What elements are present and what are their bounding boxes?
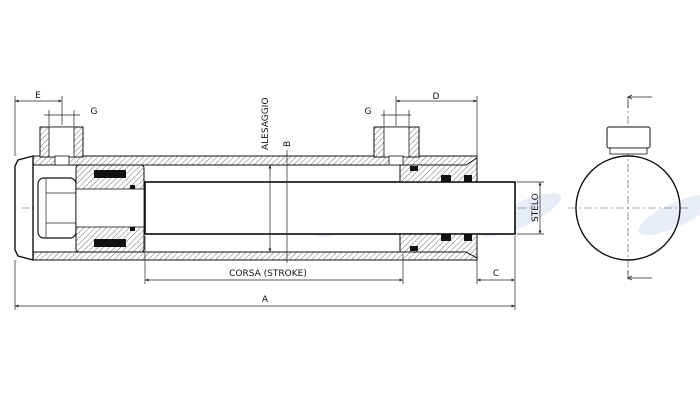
label-c: C xyxy=(493,269,499,279)
label-rod: STELO xyxy=(531,193,541,222)
dimension-a: A xyxy=(14,236,516,310)
piston xyxy=(75,164,145,253)
end-cap xyxy=(14,155,34,261)
dimension-c: C xyxy=(476,260,515,284)
label-b: B xyxy=(283,141,293,147)
rod-gland xyxy=(399,157,478,259)
dimension-g-right: G xyxy=(365,107,411,126)
piston-rod xyxy=(144,181,516,235)
label-a: A xyxy=(262,295,269,305)
piston-nut xyxy=(37,177,77,239)
dimension-stroke: CORSA (STROKE) xyxy=(144,236,404,284)
side-view xyxy=(568,94,690,281)
right-port xyxy=(373,126,420,166)
dimension-b: B xyxy=(283,141,293,263)
label-g-right: G xyxy=(365,107,372,117)
left-port xyxy=(39,126,84,166)
dimension-e: E xyxy=(14,91,63,156)
label-e: E xyxy=(35,91,41,101)
dimension-d: D xyxy=(395,92,478,156)
dimension-g-left: G xyxy=(44,107,98,126)
label-g-left: G xyxy=(91,107,98,117)
dimension-bore: ALESAGGIO xyxy=(261,98,272,252)
label-stroke: CORSA (STROKE) xyxy=(229,269,307,279)
label-d: D xyxy=(433,92,440,102)
label-bore: ALESAGGIO xyxy=(261,98,271,150)
dimension-rod: STELO xyxy=(517,181,544,235)
